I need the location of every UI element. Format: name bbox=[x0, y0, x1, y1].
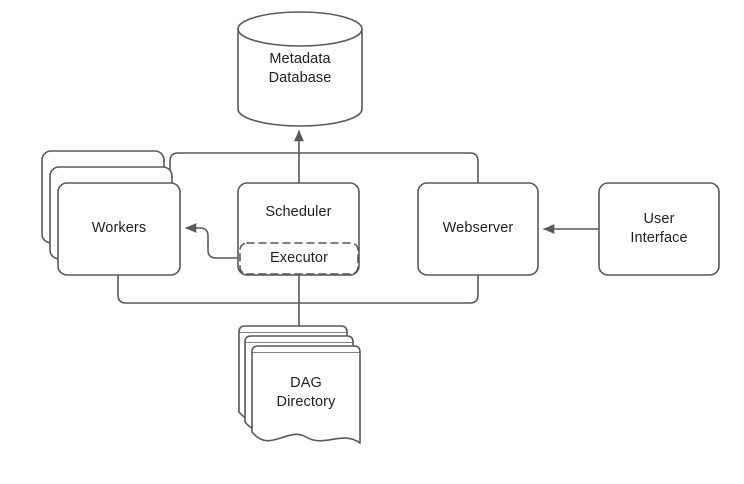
node-workers bbox=[41, 150, 181, 276]
node-dag-directory bbox=[238, 325, 361, 444]
node-executor bbox=[239, 242, 359, 275]
edge-components-to-metadata-database bbox=[169, 130, 479, 184]
node-user-interface bbox=[598, 182, 720, 276]
node-webserver bbox=[417, 182, 539, 276]
edge-executor-to-workers bbox=[185, 223, 241, 259]
node-metadata-database bbox=[237, 11, 363, 127]
